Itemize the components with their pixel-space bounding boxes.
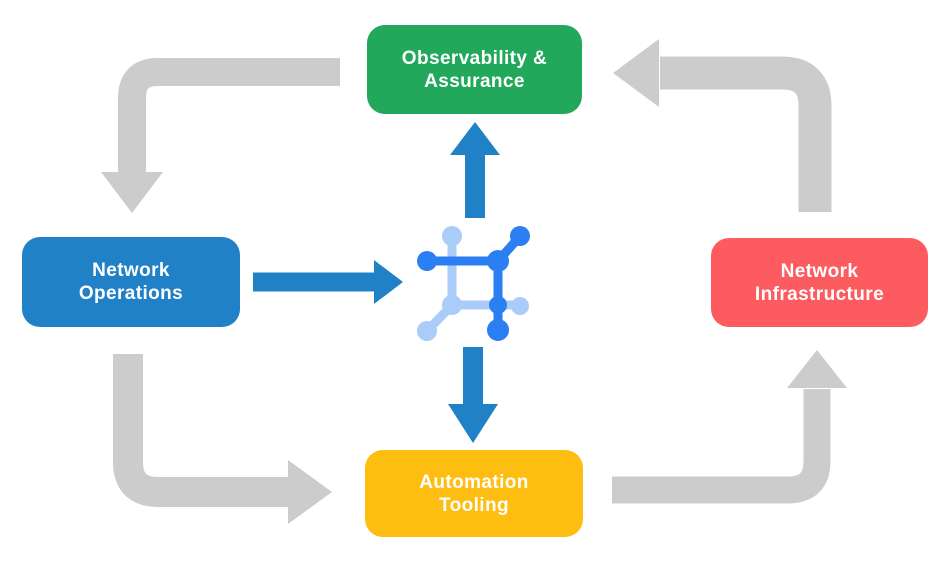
arrow-observability-to-operations <box>101 58 340 213</box>
icon-bright-layer <box>417 226 530 341</box>
arrow-shaft <box>612 389 831 504</box>
arrow-operations-to-automation <box>113 354 332 524</box>
arrow-head <box>450 122 500 155</box>
arrow-head <box>288 460 332 524</box>
arrow-shaft <box>660 56 832 212</box>
arrow-head <box>448 404 498 443</box>
arrow-head <box>787 350 847 388</box>
arrow-center-to-automation <box>448 347 498 443</box>
node-network-infrastructure: Network Infrastructure <box>711 238 928 327</box>
node-automation-tooling: Automation Tooling <box>365 450 583 537</box>
node-network-operations: Network Operations <box>22 237 240 327</box>
node-observability-assurance: Observability & Assurance <box>367 25 582 114</box>
arrow-automation-to-infrastructure <box>612 350 847 504</box>
arrow-operations-to-center <box>253 260 403 304</box>
arrow-shaft <box>118 58 340 174</box>
network-automation-icon <box>417 226 530 341</box>
arrow-head <box>374 260 403 304</box>
arrow-infrastructure-to-observability <box>613 39 832 212</box>
arrow-shaft <box>113 354 289 507</box>
arrow-center-to-observability <box>450 122 500 218</box>
arrow-head <box>613 39 659 107</box>
arrow-head <box>101 172 163 213</box>
